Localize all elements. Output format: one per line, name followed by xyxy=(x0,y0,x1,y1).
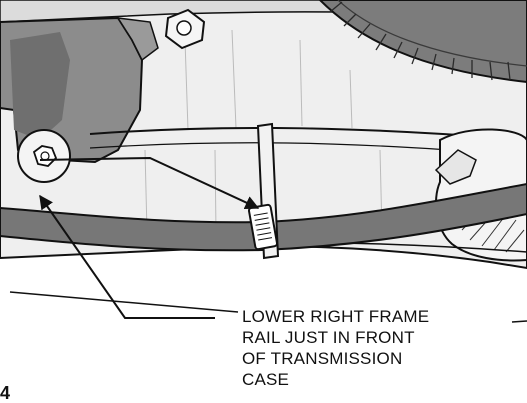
leader-to-bolt xyxy=(39,156,260,210)
corrugated-hose xyxy=(317,0,527,84)
housing-flange xyxy=(116,17,159,62)
callout-line-1: LOWER RIGHT FRAME xyxy=(242,307,430,326)
ground-line-right xyxy=(511,320,527,323)
frame-bolt xyxy=(17,129,71,183)
callout-line-3: OF TRANSMISSION xyxy=(242,349,403,368)
frame-rail-band xyxy=(0,182,527,252)
figure-number: 4 xyxy=(0,383,11,403)
location-callout: LOWER RIGHT FRAME RAIL JUST IN FRONT OF … xyxy=(242,306,512,390)
hex-nut xyxy=(164,8,206,50)
callout-line-4: CASE xyxy=(242,370,290,389)
leader-to-zip-tie xyxy=(39,194,215,319)
zip-tie xyxy=(247,122,280,260)
callout-line-2: RAIL JUST IN FRONT xyxy=(242,328,415,347)
housing-shadow xyxy=(10,32,70,140)
panel-ridges xyxy=(144,29,383,233)
ground-line-left xyxy=(9,291,239,313)
